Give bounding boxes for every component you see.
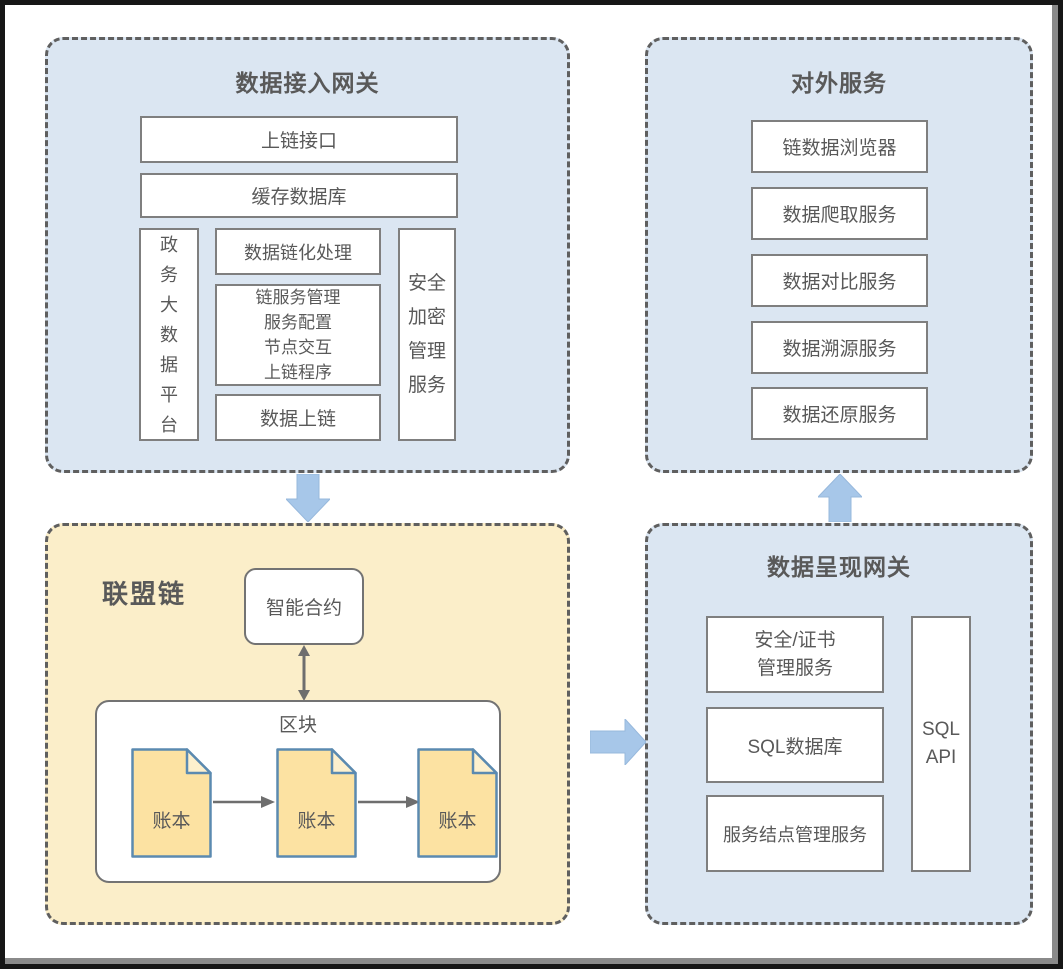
box-cache-database: 缓存数据库	[140, 173, 458, 218]
box-data-restore-service: 数据还原服务	[751, 387, 928, 440]
ledger-file-icon: 账本	[417, 748, 498, 858]
box-security-encryption-service: 安全 加密 管理 服务	[398, 228, 456, 441]
ledger-file-icon: 账本	[276, 748, 357, 858]
box-security-cert-service: 安全/证书 管理服务	[706, 616, 884, 693]
box-chain-interface: 上链接口	[140, 116, 458, 163]
ledger-label: 账本	[438, 811, 477, 832]
box-smart-contract: 智能合约	[244, 568, 364, 645]
double-arrow-icon	[294, 645, 314, 701]
flow-arrow-right-icon	[590, 719, 646, 765]
box-service-node-management: 服务结点管理服务	[706, 795, 884, 872]
box-gov-big-data-platform: 政 务 大 数 据 平 台	[139, 228, 199, 441]
panel-consortium-chain: 联盟链 智能合约 区块 账本	[45, 523, 570, 925]
ledger-label: 账本	[152, 811, 191, 832]
box-chain-data-browser: 链数据浏览器	[751, 120, 928, 173]
panel-data-access-gateway: 数据接入网关 上链接口 缓存数据库 政 务 大 数 据 平 台 数据链化处理 链…	[45, 37, 570, 473]
block-container: 区块 账本	[95, 700, 501, 883]
box-data-compare-service: 数据对比服务	[751, 254, 928, 307]
ledger-label: 账本	[297, 811, 336, 832]
box-sql-api: SQL API	[911, 616, 971, 872]
panel-data-presentation-gateway: 数据呈现网关 安全/证书 管理服务 SQL数据库 服务结点管理服务 SQL AP…	[645, 523, 1033, 925]
box-data-chaining-process: 数据链化处理	[215, 228, 381, 275]
block-container-label: 区块	[278, 715, 317, 736]
box-chain-service-management: 链服务管理 服务配置 节点交互 上链程序	[215, 284, 381, 386]
panel-title-data-access-gateway: 数据接入网关	[235, 70, 380, 96]
box-data-on-chain: 数据上链	[215, 394, 381, 441]
flow-arrow-down-icon	[286, 474, 330, 522]
flow-arrow-up-icon	[818, 474, 862, 522]
panel-title-external-services: 对外服务	[791, 70, 887, 96]
panel-title-data-presentation-gateway: 数据呈现网关	[767, 554, 911, 580]
ledger-link-arrow-icon	[213, 794, 276, 810]
ledger-file-icon: 账本	[131, 748, 212, 858]
box-data-crawl-service: 数据爬取服务	[751, 187, 928, 240]
ledger-link-arrow-icon	[358, 794, 421, 810]
panel-title-consortium-chain: 联盟链	[102, 579, 187, 609]
panel-external-services: 对外服务 链数据浏览器 数据爬取服务 数据对比服务 数据溯源服务 数据还原服务	[645, 37, 1033, 473]
box-data-trace-service: 数据溯源服务	[751, 321, 928, 374]
box-sql-database: SQL数据库	[706, 707, 884, 783]
